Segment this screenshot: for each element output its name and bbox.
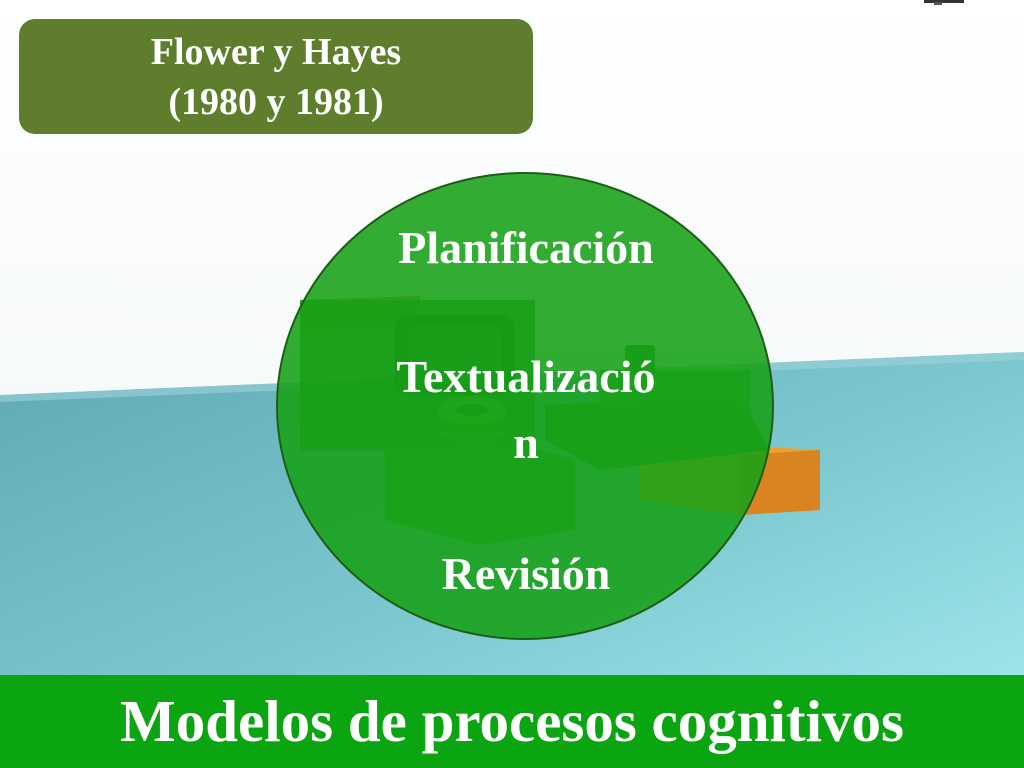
stage-textualizacion-line2: n: [513, 417, 539, 468]
stage-textualizacion: Textualizació n: [316, 344, 736, 476]
title-line-authors: Flower y Hayes: [150, 31, 402, 73]
stage-planificacion: Planificación: [398, 222, 654, 273]
corner-logo-fragment: [924, 0, 964, 5]
title-box: Flower y Hayes (1980 y 1981): [19, 19, 533, 134]
stage-textualizacion-line1: Textualizació: [396, 351, 656, 402]
process-circle: [276, 172, 774, 640]
stage-revision: Revisión: [441, 548, 611, 599]
title-line-years: (1980 y 1981): [168, 81, 384, 123]
bottom-title-banner: Modelos de procesos cognitivos: [0, 675, 1024, 768]
